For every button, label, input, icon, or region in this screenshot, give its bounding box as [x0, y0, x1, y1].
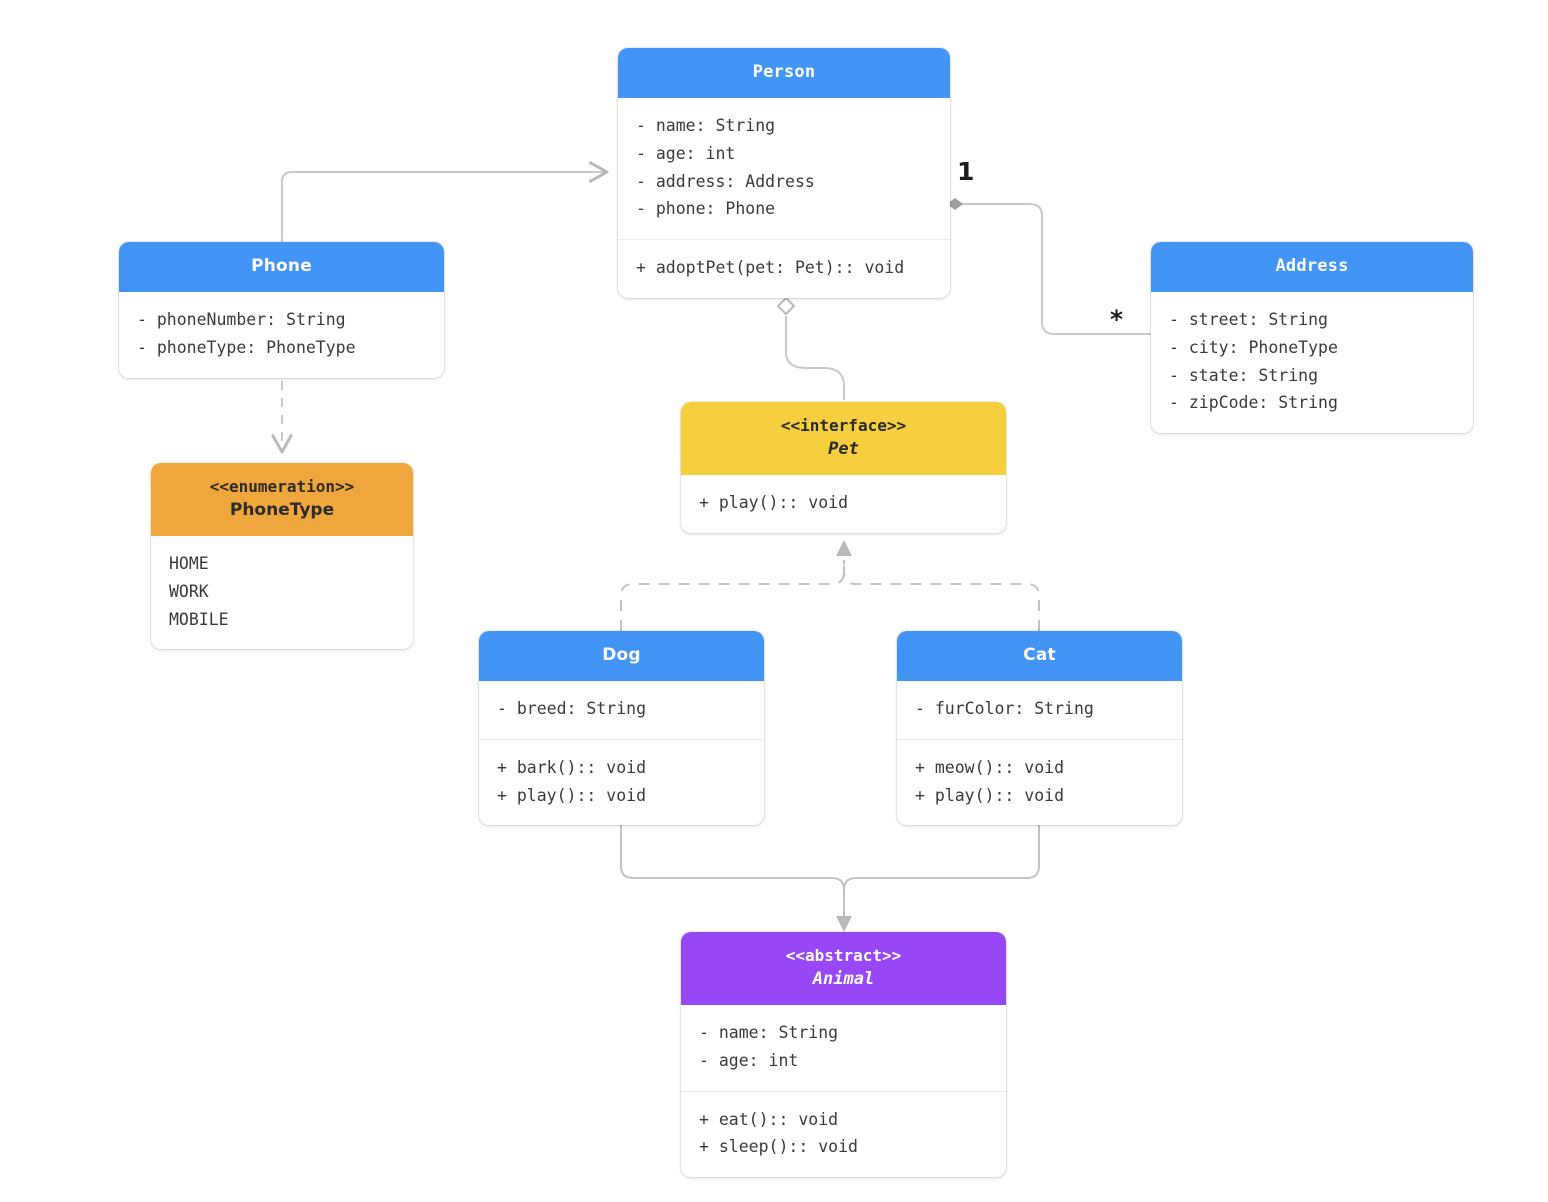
stereotype-label-abstract: <<abstract>> [785, 946, 902, 965]
methods-section-person: + adoptPet(pet: Pet):: void [618, 239, 950, 298]
edge-person-to-pet [785, 316, 845, 400]
methods-section-cat: + meow():: void + play():: void [897, 738, 1182, 825]
edge-cat-to-pet [843, 560, 1040, 631]
methods-section-pet: + play():: void [681, 475, 1006, 533]
class-header-person: Person [618, 48, 950, 99]
enum-header-phonetype: <<enumeration>> PhoneType [151, 463, 413, 537]
multiplicity-person-side: 1 [957, 157, 975, 186]
member-row: MOBILE [169, 609, 229, 629]
interface-header-pet: <<interface>> Pet [681, 402, 1006, 476]
values-section-phonetype: HOME WORK MOBILE [151, 536, 413, 649]
member-row: WORK [169, 581, 209, 601]
class-node-address[interactable]: Address - street: String - city: PhoneTy… [1151, 242, 1473, 434]
member-row: + eat():: void [699, 1109, 839, 1129]
generalization-arrowhead-animal [836, 916, 852, 932]
member-row: - zipCode: String [1169, 393, 1338, 413]
member-row: - age: int [636, 143, 736, 163]
member-row: + bark():: void [497, 757, 647, 777]
member-row: - state: String [1169, 365, 1319, 385]
attributes-section-cat: - furColor: String [897, 681, 1182, 739]
abstract-header-animal: <<abstract>> Animal [681, 932, 1006, 1006]
edge-dog-to-pet [620, 560, 845, 631]
enum-node-phonetype[interactable]: <<enumeration>> PhoneType HOME WORK MOBI… [151, 463, 413, 650]
member-row: - address: Address [636, 171, 815, 191]
attributes-section-animal: - name: String - age: int [681, 1005, 1006, 1090]
member-row: - age: int [699, 1050, 799, 1070]
class-title-person: Person [752, 62, 816, 82]
abstract-title-animal: Animal [812, 969, 875, 989]
methods-section-dog: + bark():: void + play():: void [479, 738, 764, 825]
class-node-person[interactable]: Person - name: String - age: int - addre… [618, 48, 950, 298]
member-row: + meow():: void [915, 757, 1065, 777]
abstract-node-animal[interactable]: <<abstract>> Animal - name: String - age… [681, 932, 1006, 1178]
attributes-section-person: - name: String - age: int - address: Add… [618, 98, 950, 239]
member-row: - phoneType: PhoneType [137, 337, 356, 357]
multiplicity-address-side: * [1110, 305, 1124, 334]
class-node-phone[interactable]: Phone - phoneNumber: String - phoneType:… [119, 242, 444, 378]
edge-phone-to-person [281, 161, 609, 242]
class-node-cat[interactable]: Cat - furColor: String + meow():: void +… [897, 631, 1182, 826]
class-node-dog[interactable]: Dog - breed: String + bark():: void + pl… [479, 631, 764, 826]
realization-arrowhead-pet [836, 540, 852, 556]
attributes-section-address: - street: String - city: PhoneType - sta… [1151, 292, 1473, 433]
member-row: - furColor: String [915, 699, 1094, 719]
member-row: + adoptPet(pet: Pet):: void [636, 258, 905, 278]
member-row: - phone: Phone [636, 199, 776, 219]
member-row: - phoneNumber: String [137, 310, 346, 330]
member-row: - street: String [1169, 310, 1328, 330]
class-header-address: Address [1151, 242, 1473, 293]
member-row: + sleep():: void [699, 1137, 858, 1157]
member-row: - city: PhoneType [1169, 337, 1338, 357]
member-row: + play():: void [915, 785, 1065, 805]
class-header-dog: Dog [479, 631, 764, 682]
interface-node-pet[interactable]: <<interface>> Pet + play():: void [681, 402, 1006, 533]
stereotype-label-interface: <<interface>> [780, 416, 907, 435]
attributes-section-dog: - breed: String [479, 681, 764, 739]
class-title-address: Address [1275, 256, 1349, 276]
class-header-cat: Cat [897, 631, 1182, 682]
class-title-dog: Dog [602, 645, 641, 665]
edge-dog-to-animal [620, 825, 845, 918]
class-title-phone: Phone [251, 256, 312, 276]
methods-section-animal: + eat():: void + sleep():: void [681, 1090, 1006, 1177]
member-row: - breed: String [497, 699, 647, 719]
edge-cat-to-animal [843, 825, 1040, 918]
member-row: + play():: void [699, 493, 849, 513]
aggregation-diamond-person-pet [776, 296, 796, 316]
stereotype-label-enumeration: <<enumeration>> [209, 477, 355, 496]
member-row: HOME [169, 554, 209, 574]
class-header-phone: Phone [119, 242, 444, 293]
attributes-section-phone: - phoneNumber: String - phoneType: Phone… [119, 292, 444, 377]
member-row: - name: String [699, 1023, 839, 1043]
member-row: + play():: void [497, 785, 647, 805]
member-row: - name: String [636, 116, 776, 136]
enum-title-phonetype: PhoneType [229, 500, 335, 520]
interface-title-pet: Pet [828, 439, 859, 459]
class-title-cat: Cat [1023, 645, 1056, 665]
